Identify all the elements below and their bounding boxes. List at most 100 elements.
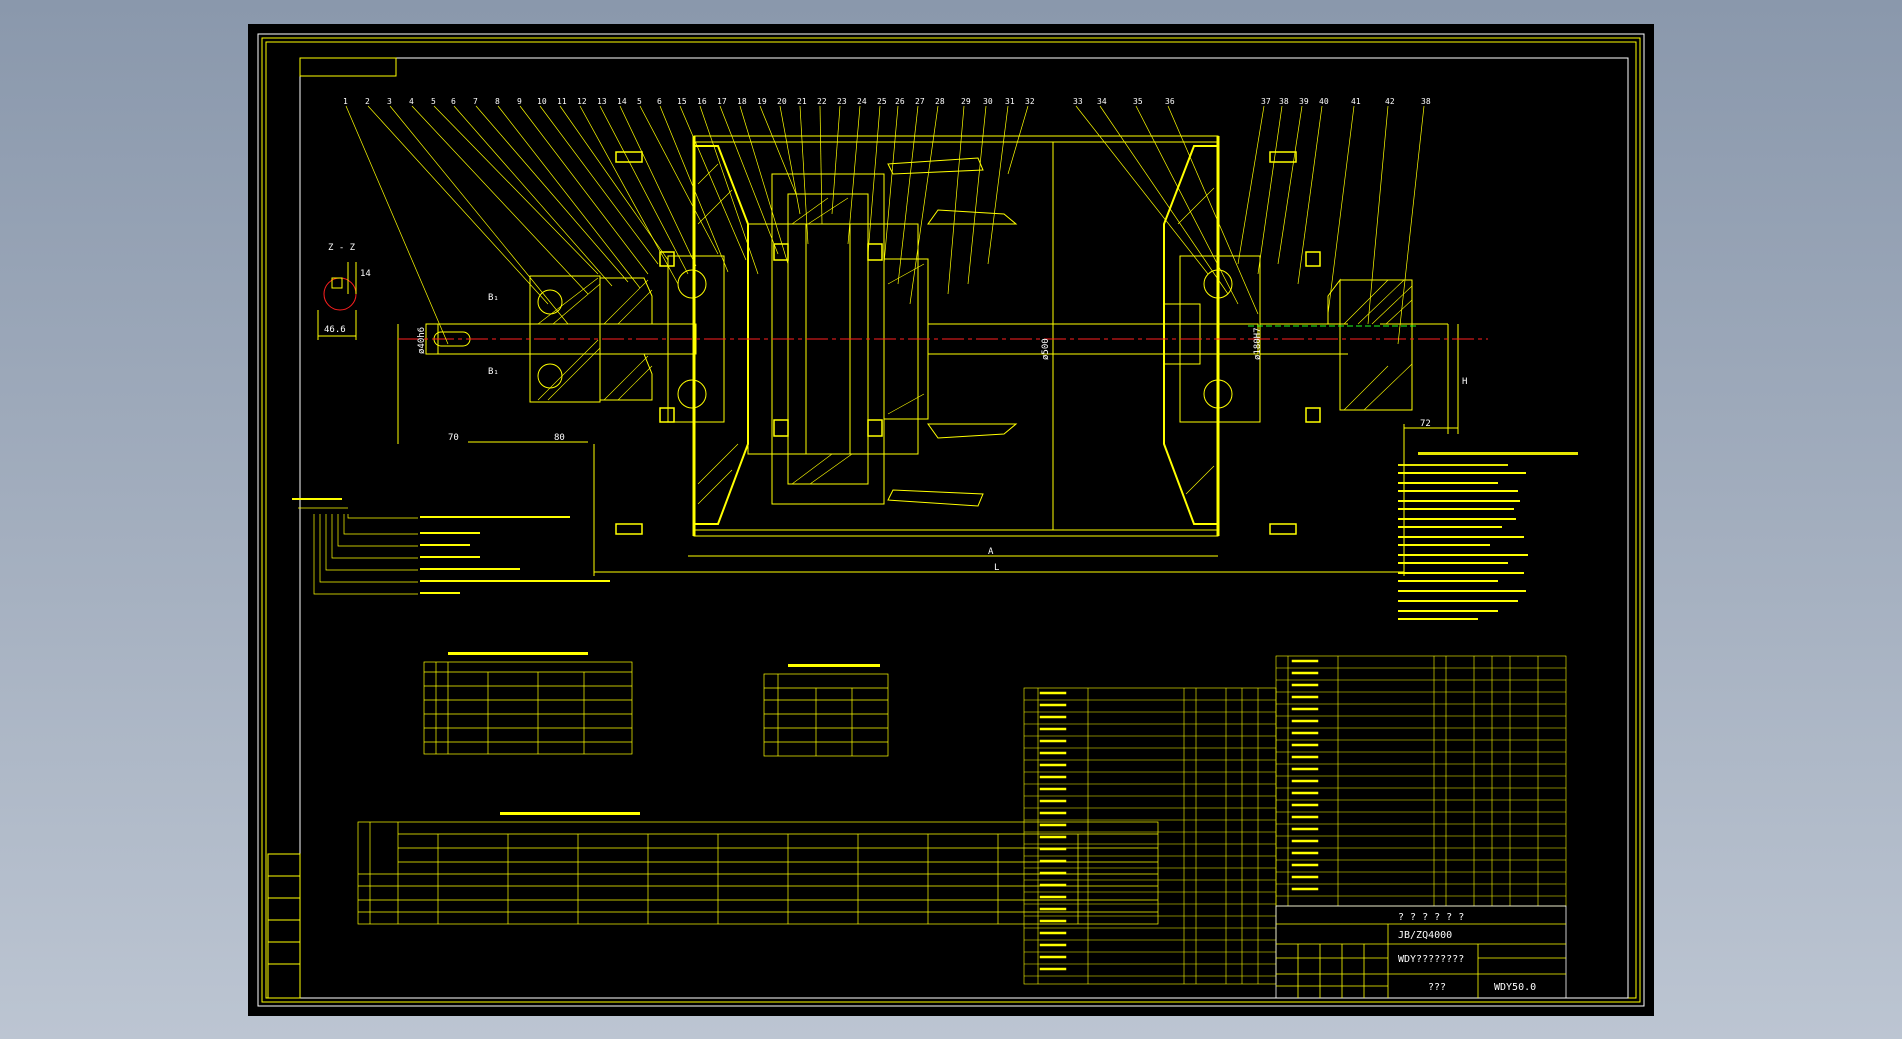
balloon-24: 24 (857, 97, 867, 106)
drum-dia-dim: ø500 (1041, 338, 1051, 360)
table-row (1291, 779, 1319, 783)
table-row (1039, 811, 1067, 815)
dim-A: A (988, 547, 994, 557)
assembly-view (397, 135, 1459, 576)
balloon-25: 25 (877, 97, 887, 106)
view-b1-top: B₁ (488, 293, 499, 303)
title-block (1275, 905, 1567, 999)
table-row (1039, 799, 1067, 803)
table-row (1039, 823, 1067, 827)
balloon-38: 38 (1279, 97, 1289, 106)
section-z-z (317, 262, 357, 340)
table-row (1291, 887, 1319, 891)
section-hatch (537, 163, 1413, 505)
title-model-code: WDY50.0 (1494, 982, 1536, 993)
title-model-name: WDY???????? (1398, 954, 1464, 965)
balloon-2: 2 (365, 97, 370, 106)
key-depth-dim: 46.6 (324, 325, 346, 335)
table-row (1039, 943, 1067, 947)
table-3 (763, 673, 889, 757)
cad-drawing: Z - Z 14 46.6 B₁ B₁ 70 80 72 A L H ø40h6… (257, 33, 1645, 1007)
balloon-21: 21 (797, 97, 807, 106)
table-row (1039, 931, 1067, 935)
balloon-15: 15 (677, 97, 687, 106)
shaft-dia-dim: ø40h6 (417, 327, 427, 354)
parts-list-right (1275, 655, 1567, 907)
table-row (1039, 835, 1067, 839)
table-row (1291, 659, 1319, 663)
table-row (1039, 919, 1067, 923)
balloon-41: 41 (1351, 97, 1361, 106)
table-row (1039, 847, 1067, 851)
balloon-17: 17 (717, 97, 727, 106)
balloon-4: 4 (409, 97, 414, 106)
table-row (1291, 719, 1319, 723)
balloon-20: 20 (777, 97, 787, 106)
title-std: JB/ZQ4000 (1398, 930, 1452, 941)
balloon-5: 5 (637, 97, 642, 106)
table-row (1039, 691, 1067, 695)
balloon-37: 37 (1261, 97, 1271, 106)
table-row (1039, 775, 1067, 779)
balloon-31: 31 (1005, 97, 1015, 106)
table-row (1039, 703, 1067, 707)
table-row (1291, 839, 1319, 843)
table-row (1291, 803, 1319, 807)
dim-L: L (994, 563, 999, 573)
balloon-6: 6 (451, 97, 456, 106)
table-row (1291, 731, 1319, 735)
balloon-22: 22 (817, 97, 827, 106)
table-row (1291, 851, 1319, 855)
balloon-38: 38 (1421, 97, 1431, 106)
table-row (1291, 863, 1319, 867)
table-row (1039, 895, 1067, 899)
table-row (1039, 739, 1067, 743)
table-row (1291, 815, 1319, 819)
balloon-5: 5 (431, 97, 436, 106)
table-row (1039, 871, 1067, 875)
table-row (1039, 715, 1067, 719)
balloon-19: 19 (757, 97, 767, 106)
dim-70: 70 (448, 433, 459, 443)
balloon-9: 9 (517, 97, 522, 106)
balloon-1: 1 (343, 97, 348, 106)
table-row (1039, 907, 1067, 911)
table-row (1039, 751, 1067, 755)
balloon-12: 12 (577, 97, 587, 106)
table-row (1291, 695, 1319, 699)
balloon-28: 28 (935, 97, 945, 106)
balloon-7: 7 (473, 97, 478, 106)
table-row (1291, 755, 1319, 759)
table-row (1039, 859, 1067, 863)
table-row (1039, 727, 1067, 731)
key-width-dim: 14 (360, 269, 371, 279)
type-annotation (298, 507, 418, 595)
balloon-35: 35 (1133, 97, 1143, 106)
balloon-42: 42 (1385, 97, 1395, 106)
balloon-18: 18 (737, 97, 747, 106)
title-unknown: ??? (1428, 982, 1446, 993)
table-row (1039, 763, 1067, 767)
drawing-sheet: Z - Z 14 46.6 B₁ B₁ 70 80 72 A L H ø40h6… (248, 24, 1654, 1016)
balloon-8: 8 (495, 97, 500, 106)
table-row (1291, 743, 1319, 747)
table-row (1039, 955, 1067, 959)
dim-72: 72 (1420, 419, 1431, 429)
bearing-dia-dim: ø180H7 (1253, 327, 1263, 360)
table-row (1039, 967, 1067, 971)
section-label: Z - Z (328, 243, 356, 253)
table-row (1291, 767, 1319, 771)
table-row (1291, 707, 1319, 711)
balloon-36: 36 (1165, 97, 1175, 106)
balloon-29: 29 (961, 97, 971, 106)
balloon-11: 11 (557, 97, 567, 106)
balloon-6: 6 (657, 97, 662, 106)
table-1 (357, 821, 1159, 925)
table-row (1291, 791, 1319, 795)
balloon-13: 13 (597, 97, 607, 106)
view-b1-bottom: B₁ (488, 367, 499, 377)
balloon-34: 34 (1097, 97, 1107, 106)
table-row (1039, 787, 1067, 791)
dim-80: 80 (554, 433, 565, 443)
